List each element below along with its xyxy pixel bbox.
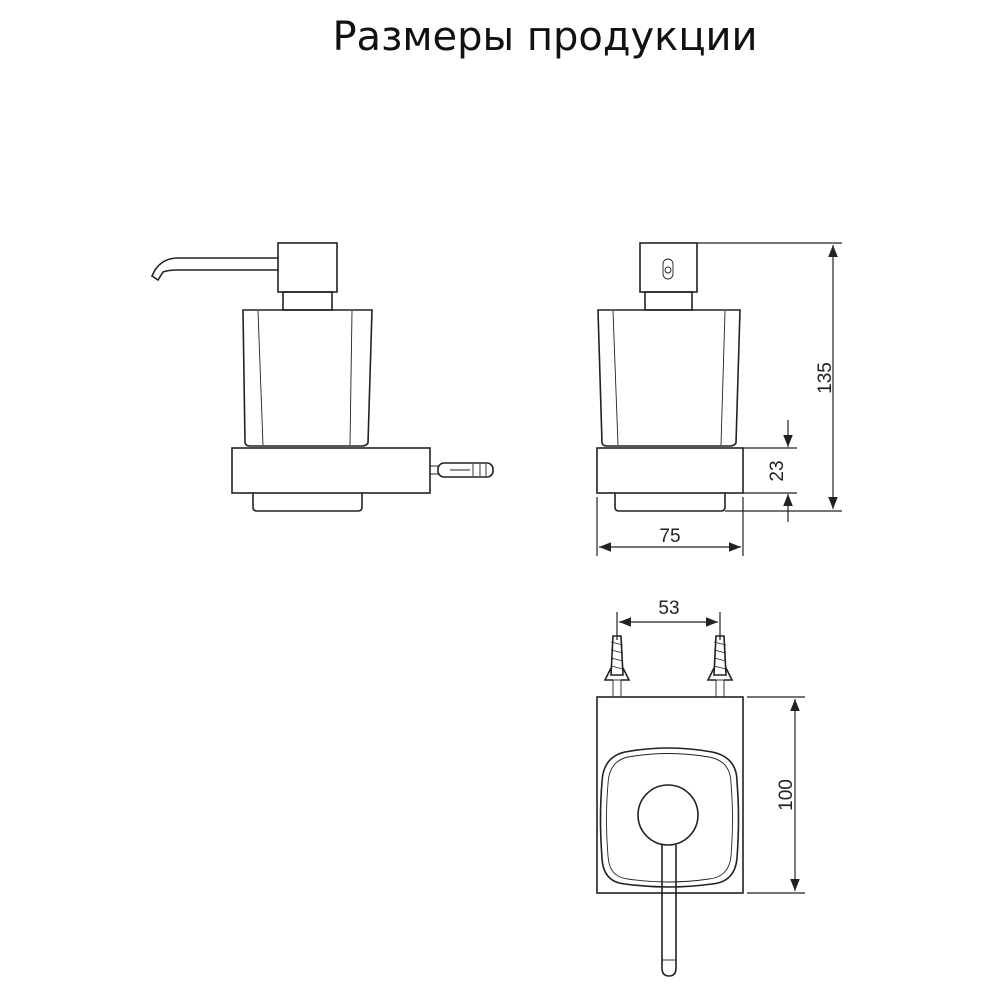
dimension-label-135: 135 (815, 362, 836, 394)
dimension-75: 75 (596, 497, 744, 556)
dimension-label-100: 100 (776, 779, 797, 811)
front-view: 135 23 75 (596, 242, 842, 556)
pump-neck (644, 291, 693, 311)
dimension-53: 53 (616, 598, 721, 640)
side-view (150, 242, 494, 512)
bottle (242, 309, 373, 447)
spout-top (661, 845, 677, 977)
dimension-label-53: 53 (658, 598, 679, 619)
wall-anchor-right (706, 635, 734, 698)
wall-anchor (430, 462, 494, 478)
wall-anchor-left (603, 635, 631, 698)
dimension-label-75: 75 (659, 526, 680, 547)
pump-head-top (637, 784, 699, 846)
pump-head (639, 242, 698, 293)
bottle (597, 309, 741, 447)
spout (150, 257, 278, 282)
base-cup (614, 493, 726, 512)
holder-base (231, 447, 431, 494)
holder-base (596, 447, 744, 494)
base-cup (252, 493, 363, 512)
backplate (596, 696, 744, 894)
pump-neck (282, 291, 333, 311)
dimension-100: 100 (747, 696, 805, 894)
bottom-view: 53 100 (596, 598, 805, 977)
pump-head (277, 242, 338, 293)
dimension-23: 23 (743, 420, 797, 522)
bottle-outline (599, 747, 740, 888)
dimension-135: 135 (697, 242, 842, 512)
page-title: Размеры продукции (332, 14, 758, 60)
pump-button (662, 258, 674, 280)
dimension-label-23: 23 (767, 460, 788, 481)
